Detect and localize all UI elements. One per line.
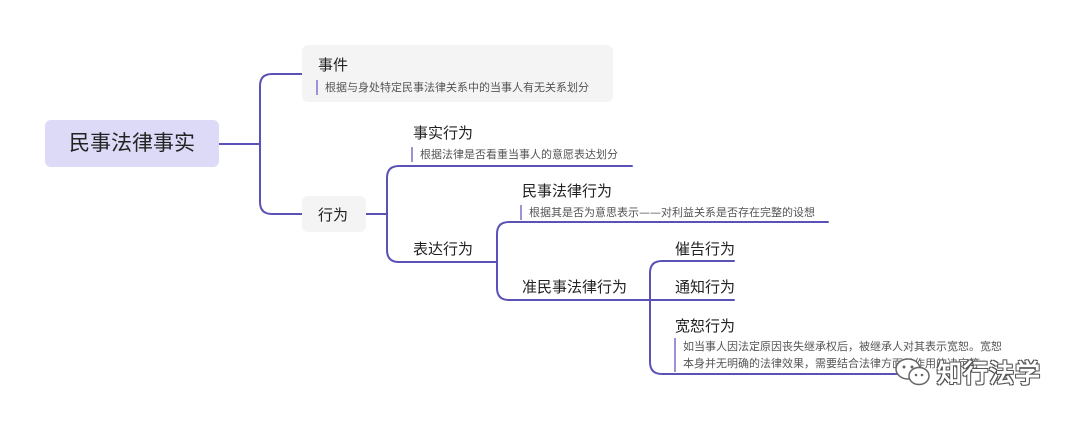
urging-act-label[interactable]: 催告行为 — [675, 240, 736, 258]
expressive-behavior-label[interactable]: 表达行为 — [413, 240, 474, 258]
connector-quasi-forgiveness — [649, 299, 901, 375]
connector-expressive-quasi — [496, 261, 651, 301]
root-node[interactable]: 民事法律事实 — [45, 120, 219, 167]
connector-behavior-expressive — [386, 213, 498, 263]
wechat-icon — [895, 358, 930, 386]
connector-quasi-urging — [649, 260, 735, 301]
behavior-label: 行为 — [318, 206, 349, 224]
civil-legal-act-label[interactable]: 民事法律行为 — [522, 182, 613, 200]
behavior-node[interactable]: 行为 — [302, 196, 366, 232]
connector-root-event — [218, 73, 303, 145]
connector-root-behavior — [259, 143, 303, 215]
event-label: 事件 — [318, 56, 349, 74]
civil-legal-act-note: 根据其是否为意思表示——对利益关系是否存在完整的设想 — [520, 205, 815, 220]
factual-behavior-note: 根据法律是否看重当事人的意愿表达划分 — [411, 147, 618, 162]
watermark: 知行法学 — [893, 354, 1041, 390]
event-note: 根据与身处特定民事法律关系中的当事人有无关系划分 — [316, 80, 589, 95]
factual-behavior-label[interactable]: 事实行为 — [413, 124, 474, 142]
watermark-text: 知行法学 — [937, 359, 1042, 388]
event-node[interactable]: 事件 根据与身处特定民事法律关系中的当事人有无关系划分 — [302, 45, 613, 102]
forgiveness-note-line-1: 如当事人因法定原因丧失继承权后，被继承人对其表示宽恕。宽恕 — [683, 340, 1002, 353]
forgiveness-act-label[interactable]: 宽恕行为 — [675, 317, 736, 335]
connector-expressive-civil — [496, 221, 829, 263]
quasi-civil-legal-act-label[interactable]: 准民事法律行为 — [522, 278, 628, 296]
notice-act-label[interactable]: 通知行为 — [675, 278, 736, 296]
connector-behavior-factual — [365, 165, 633, 215]
